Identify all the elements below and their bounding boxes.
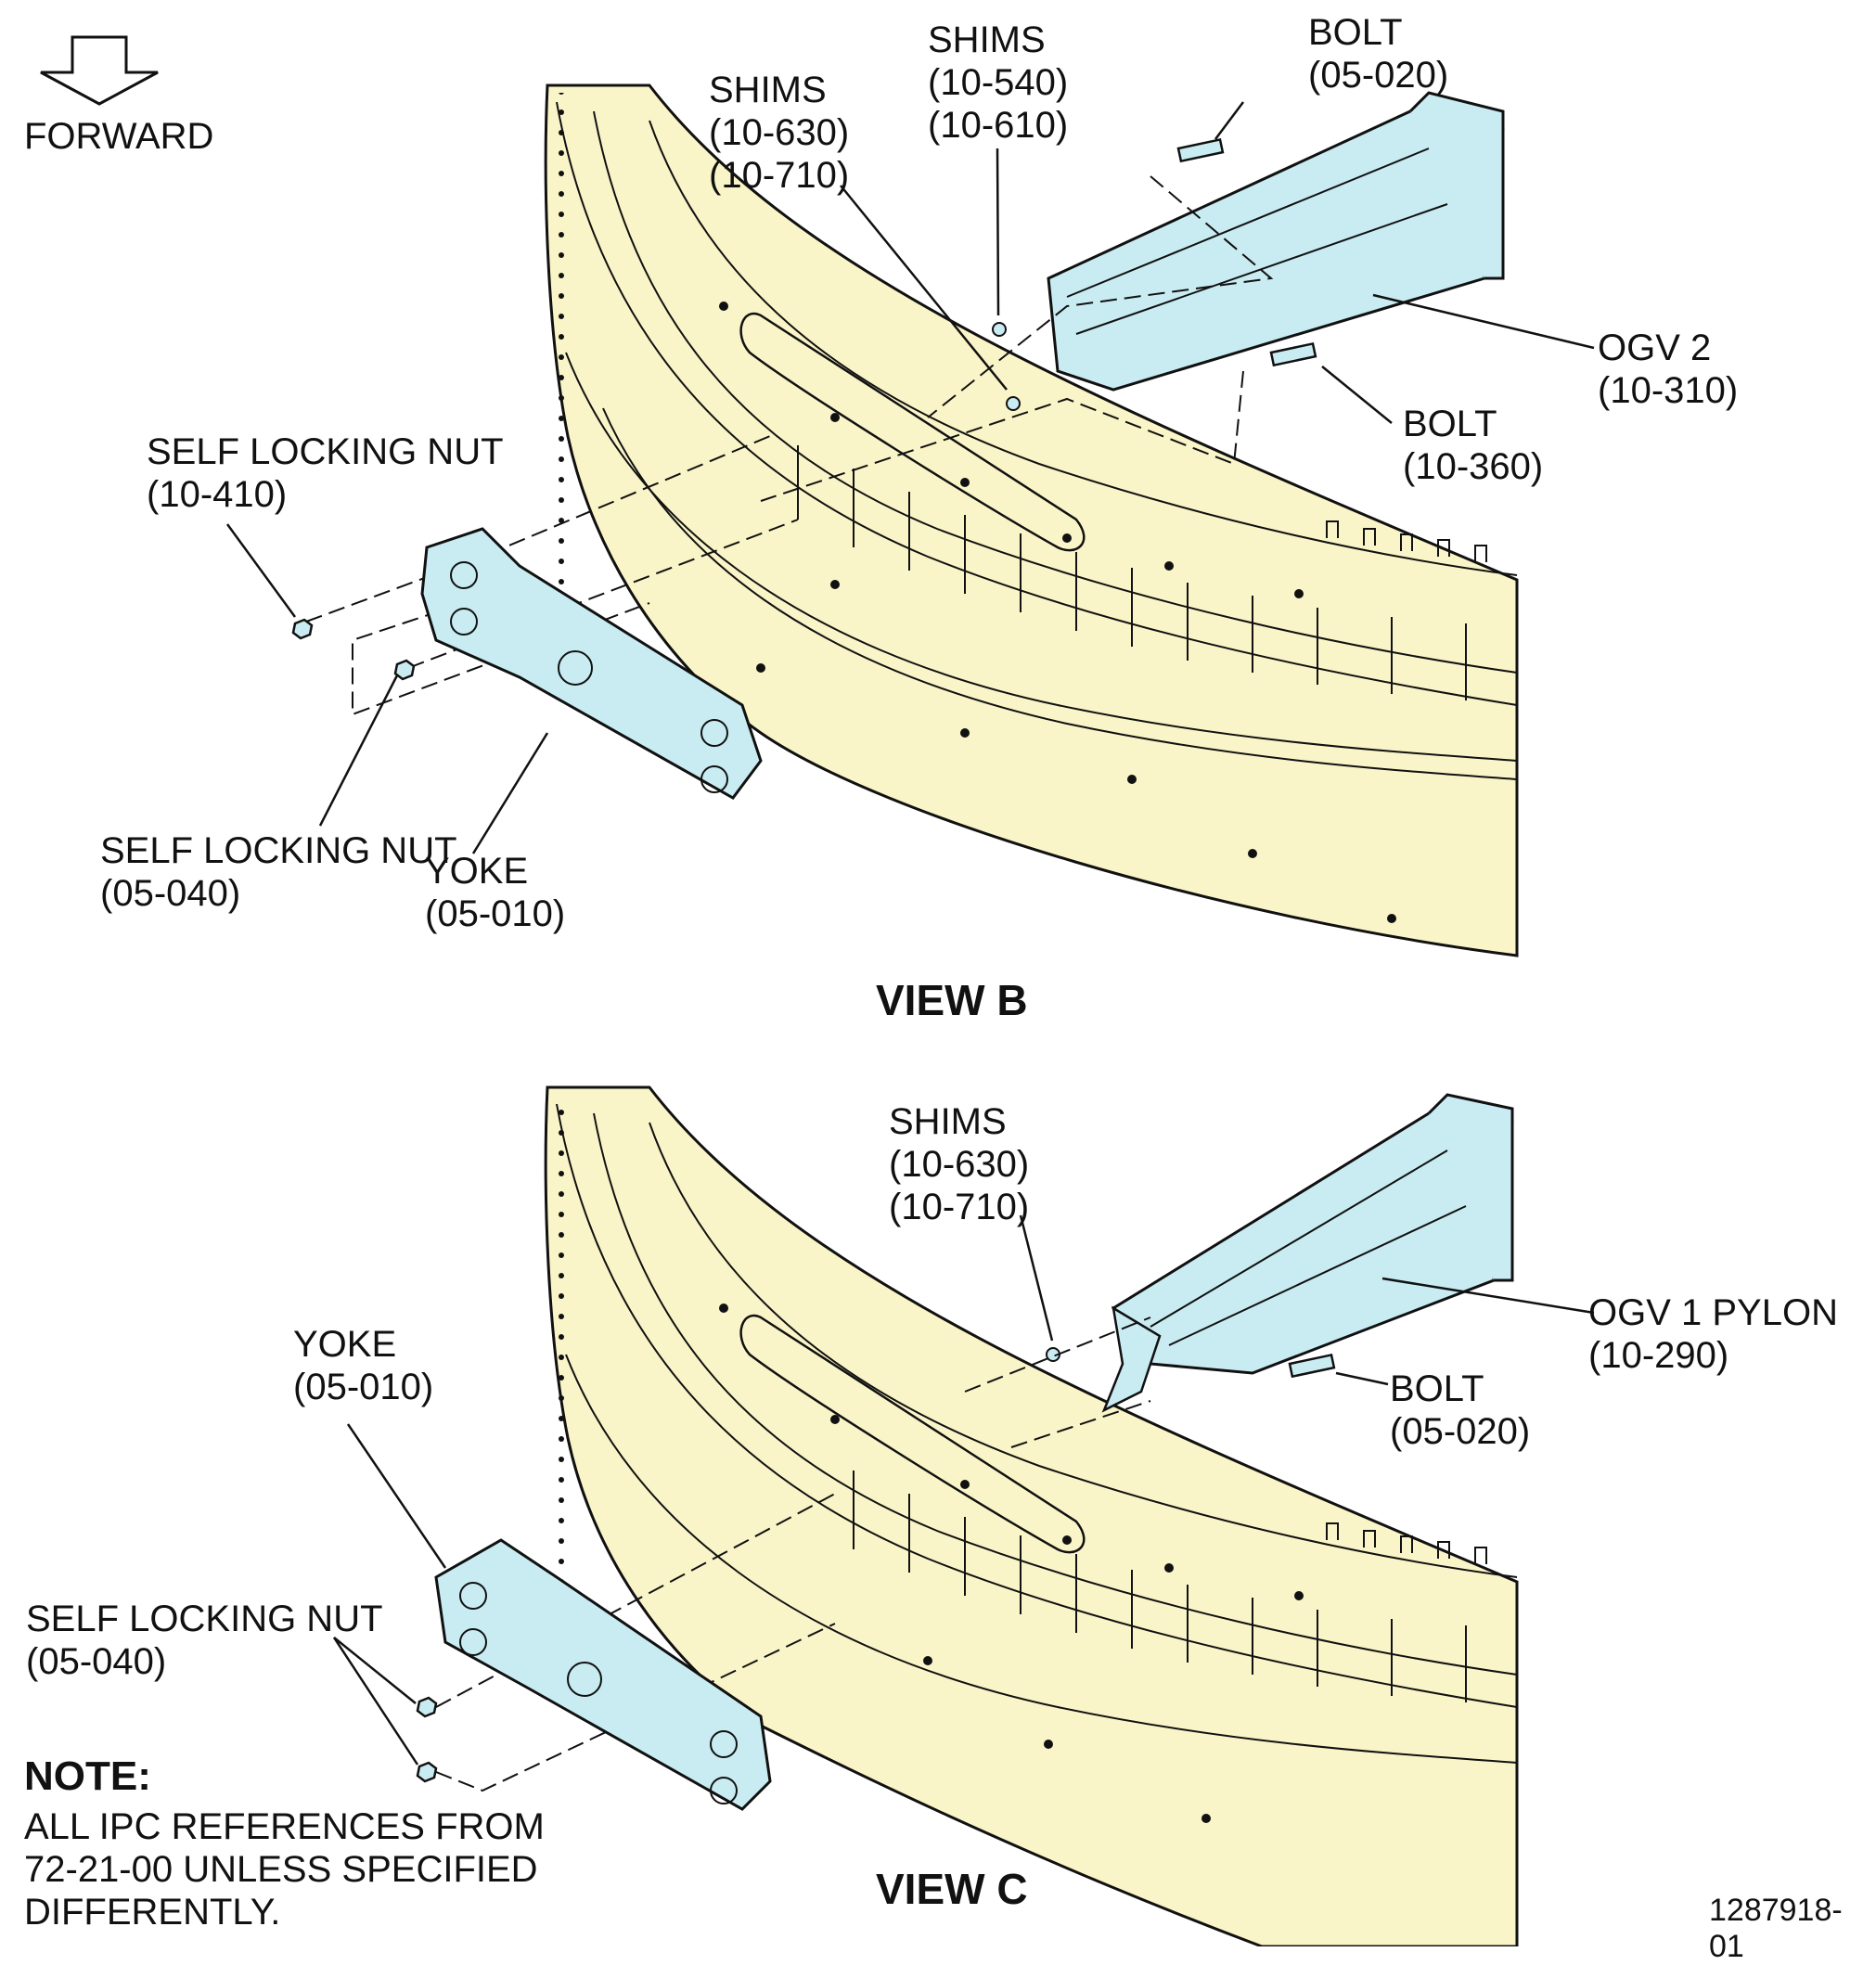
view-b-nut-upper-label: SELF LOCKING NUT (10-410) xyxy=(147,431,504,515)
note-heading: NOTE: xyxy=(24,1753,151,1799)
view-c-drawing xyxy=(332,1085,1595,1946)
view-c-title: VIEW C xyxy=(876,1865,1028,1913)
view-b-bolt-mid-label: BOLT (10-360) xyxy=(1403,404,1544,487)
view-c-shims-label: SHIMS (10-630) (10-710) xyxy=(889,1101,1030,1227)
view-b-title: VIEW B xyxy=(876,976,1028,1024)
forward-label: FORWARD xyxy=(24,116,214,157)
view-c-bolt-label: BOLT (05-020) xyxy=(1390,1368,1531,1452)
note-body: ALL IPC REFERENCES FROM 72-21-00 UNLESS … xyxy=(24,1806,545,1933)
view-c-yoke-label: YOKE (05-010) xyxy=(293,1324,434,1407)
view-b-bolt-top-label: BOLT (05-020) xyxy=(1308,12,1449,96)
view-c-ogv-label: OGV 1 PYLON (10-290) xyxy=(1588,1292,1838,1376)
view-b-shims-b-label: SHIMS (10-540) (10-610) xyxy=(928,19,1069,146)
view-b-yoke-label: YOKE (05-010) xyxy=(425,851,566,934)
forward-arrow-icon xyxy=(40,35,159,106)
view-b-shims-a-label: SHIMS (10-630) (10-710) xyxy=(709,70,850,196)
view-c-yoke-part xyxy=(434,1538,772,1811)
view-c-nut-label: SELF LOCKING NUT (05-040) xyxy=(26,1599,383,1682)
view-b-nut-lower-label: SELF LOCKING NUT (05-040) xyxy=(100,830,457,914)
figure-id: 1287918-01 xyxy=(1709,1893,1843,1964)
view-b-drawing xyxy=(225,83,1595,957)
view-b-ogv-label: OGV 2 (10-310) xyxy=(1598,328,1739,411)
